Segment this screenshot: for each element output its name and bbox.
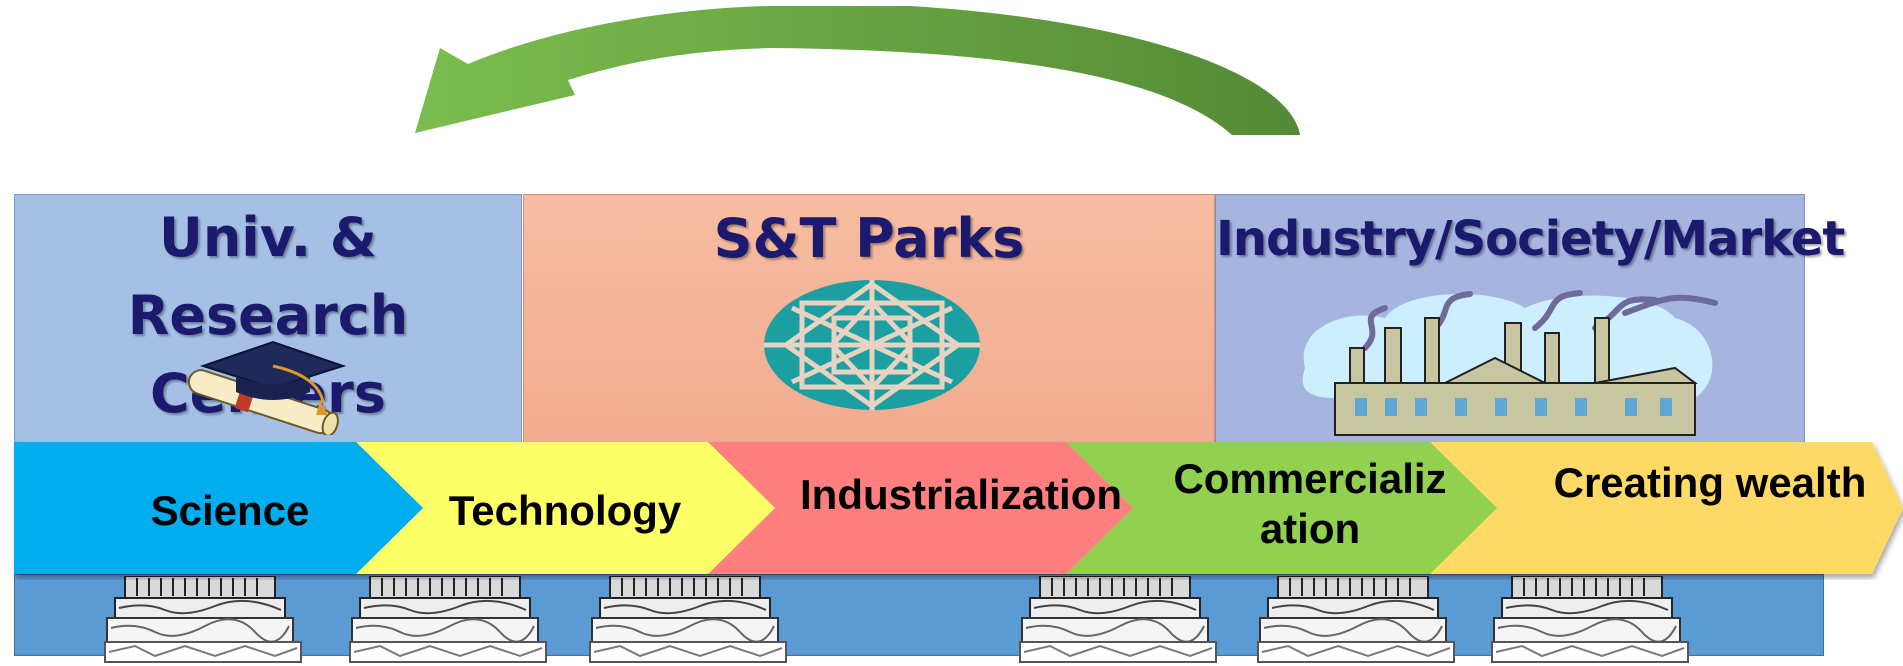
chevron-label-industrialization: Industrialization xyxy=(800,471,1123,518)
chevron-science xyxy=(14,442,423,574)
chevron-industrialization xyxy=(708,442,1133,574)
column-title-industry: Industry/Society/Market xyxy=(1216,211,1845,267)
chevron-label-commercialization-line2: ation xyxy=(1259,505,1361,552)
pedestal-row xyxy=(104,576,1689,663)
column-pedestal-icon xyxy=(1491,576,1689,663)
graduation-cap-diploma-icon xyxy=(187,340,347,435)
process-chevrons xyxy=(14,442,1903,574)
column-pedestal-icon xyxy=(104,576,302,663)
chevron-label-technology: Technology xyxy=(448,487,682,534)
chevron-technology xyxy=(356,442,775,574)
column-pedestal-icon xyxy=(1257,576,1455,663)
chevron-label-science: Science xyxy=(150,487,310,534)
chevron-wealth xyxy=(1430,442,1903,574)
chevron-label-commercialization-line1: Commercializ xyxy=(1173,455,1447,502)
geometric-star-pattern-icon xyxy=(764,280,980,410)
column-title-st-parks: S&T Parks xyxy=(713,207,1025,270)
chevron-label-wealth: Creating wealth xyxy=(1553,459,1867,506)
chevron-label-commercialization: Commercializ ation xyxy=(1150,454,1470,554)
factory-icon xyxy=(1302,290,1718,436)
column-pedestal-icon xyxy=(1019,576,1217,663)
column-title-univ-research: Univ. & Research Centers xyxy=(127,206,409,425)
column-pedestal-icon xyxy=(589,576,787,663)
curved-return-arrow-icon xyxy=(415,6,1300,135)
chevron-commercialization xyxy=(1066,442,1497,574)
column-pedestal-icon xyxy=(349,576,547,663)
